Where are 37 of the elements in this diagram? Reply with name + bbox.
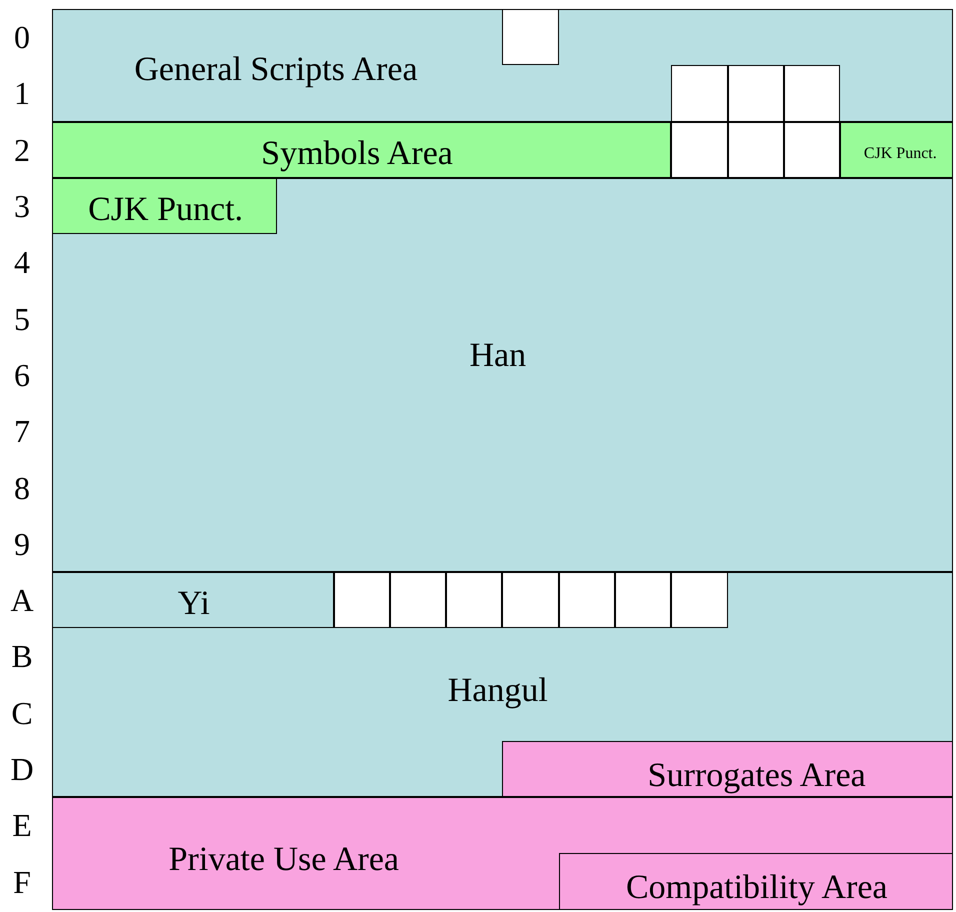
row-label: 8 [13,472,31,504]
code-area-block [558,853,953,910]
row-label: B [10,640,34,672]
row-label: F [12,866,32,898]
code-area-block [52,797,953,910]
row-label: D [9,753,35,786]
row-label: 6 [13,358,31,391]
area-label: CJK Punct. [864,146,937,162]
code-area-block [52,9,953,122]
row-label: 7 [13,415,31,448]
row-label: 0 [13,21,31,54]
area-label: Compatibility Area [626,871,888,906]
row-label: A [9,584,35,616]
empty-block [502,9,559,66]
area-label: Surrogates Area [648,758,866,793]
area-label: CJK Punct. [88,192,244,227]
code-area-block [840,122,953,178]
area-label: Symbols Area [261,136,453,171]
row-label: 9 [13,528,31,560]
row-label: 2 [13,134,31,166]
code-area-block [52,178,278,234]
row-label: 5 [13,302,31,335]
code-area-block [52,572,334,628]
row-label: 3 [13,190,31,222]
row-label: 1 [13,77,31,110]
area-label: Hangul [448,674,548,708]
code-area-block [52,572,953,798]
code-area-block [52,122,672,178]
row-label: C [10,696,34,729]
area-label: Yi [178,586,210,621]
area-label: Private Use Area [168,843,400,878]
code-area-block [52,178,953,572]
area-label: Han [469,338,526,373]
row-label: 4 [13,246,31,278]
code-area-block [502,740,953,798]
row-label: E [11,809,33,842]
area-label: General Scripts Area [134,53,418,88]
